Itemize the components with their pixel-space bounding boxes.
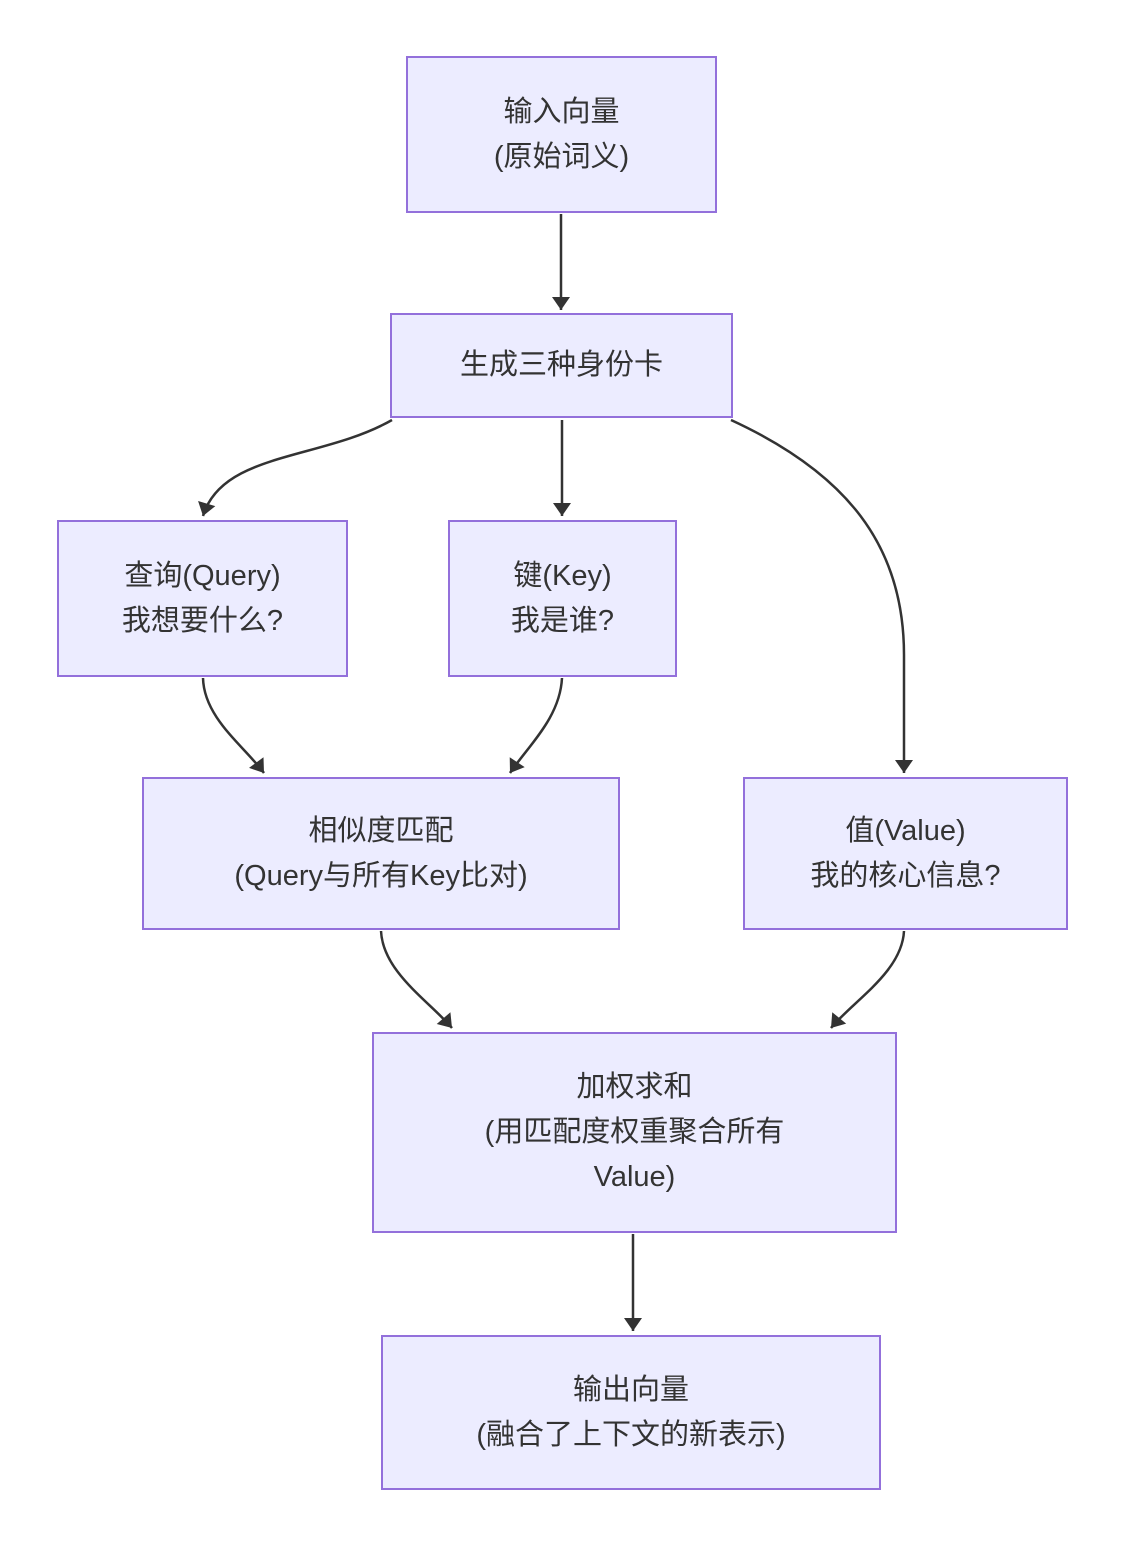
node-weighted-sum-line1: 加权求和 <box>576 1071 693 1103</box>
node-generate-identity-cards: 生成三种身份卡 <box>390 313 733 418</box>
node-weighted-sum-line3: Value) <box>593 1161 676 1193</box>
node-input-vector: 输入向量 (原始词义) <box>406 56 717 213</box>
node-similarity-matching-line1: 相似度匹配 <box>308 814 454 847</box>
edge-value-to-weighted <box>830 930 906 1029</box>
edge-query-to-similarity <box>201 677 266 774</box>
node-input-vector-line1: 输入向量 <box>503 95 620 128</box>
node-generate-identity-cards-line1: 生成三种身份卡 <box>459 349 663 381</box>
edge-generate-to-query <box>198 418 393 517</box>
node-query-line1: 查询(Query) <box>124 559 281 592</box>
node-key-line1: 键(Key) <box>513 559 612 592</box>
node-output-vector-line2: (融合了上下文的新表示) <box>476 1418 786 1451</box>
edge-generate-to-value <box>730 418 913 773</box>
node-query: 查询(Query) 我想要什么? <box>57 520 348 677</box>
node-weighted-sum-line2: (用匹配度权重聚合所有 <box>484 1116 785 1148</box>
node-input-vector-line2: (原始词义) <box>493 140 630 173</box>
node-output-vector: 输出向量 (融合了上下文的新表示) <box>381 1335 881 1490</box>
node-output-vector-line1: 输出向量 <box>572 1373 689 1406</box>
edge-similarity-to-weighted <box>379 930 453 1029</box>
node-similarity-matching: 相似度匹配 (Query与所有Key比对) <box>142 777 620 930</box>
node-similarity-matching-line2: (Query与所有Key比对) <box>234 859 528 892</box>
edge-key-to-similarity <box>508 677 564 774</box>
node-key-line2: 我是谁? <box>510 604 615 637</box>
node-query-line2: 我想要什么? <box>121 604 284 637</box>
node-value: 值(Value) 我的核心信息? <box>743 777 1068 930</box>
node-key: 键(Key) 我是谁? <box>448 520 677 677</box>
node-value-line2: 我的核心信息? <box>810 859 1001 892</box>
node-weighted-sum: 加权求和 (用匹配度权重聚合所有 Value) <box>372 1032 897 1233</box>
node-value-line1: 值(Value) <box>845 814 966 847</box>
